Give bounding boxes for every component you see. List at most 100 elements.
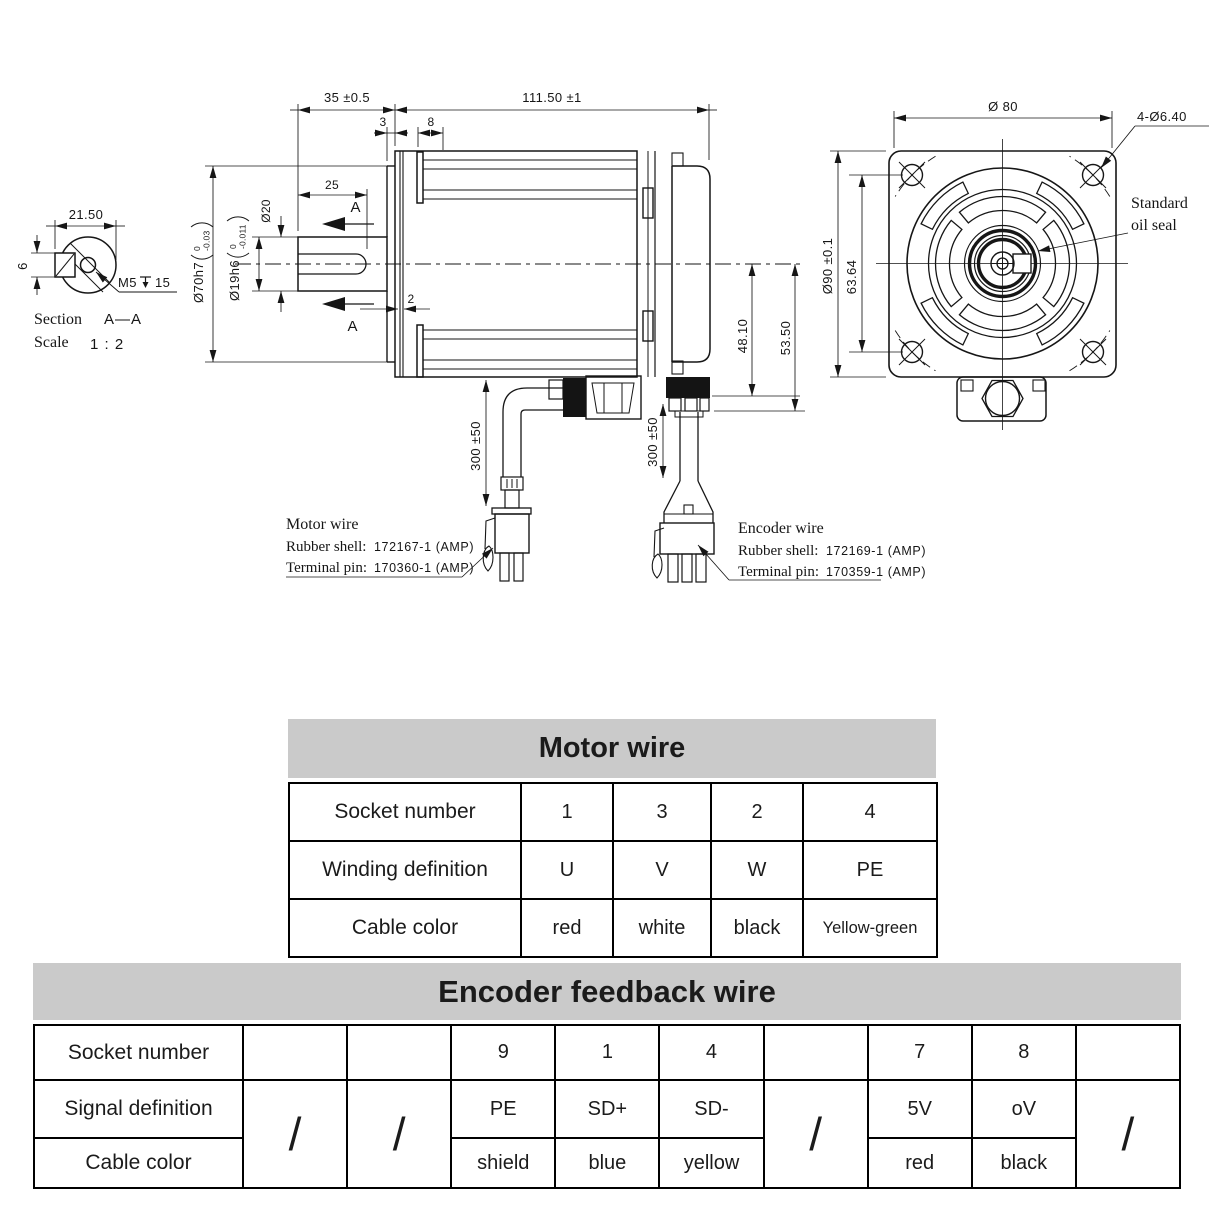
motor-socket-cell: 1 — [520, 782, 614, 842]
motor-color-cell: white — [612, 898, 712, 958]
section-arrow-label-bottom: A — [347, 318, 358, 335]
encoder-row-label-socket: Socket number — [33, 1024, 244, 1081]
svg-text:-0.03: -0.03 — [202, 231, 212, 251]
front-view — [830, 111, 1209, 430]
motor-winding-cell: V — [612, 840, 712, 900]
motor-socket-cell: 4 — [802, 782, 938, 842]
encoder-plug — [651, 480, 715, 583]
dim-shaft-dia: Ø20 — [259, 199, 273, 223]
encoder-signal-cell: SD+ — [554, 1079, 661, 1139]
dim-encoder-cable-length: 300 ±50 — [645, 417, 660, 467]
encoder-na-cell: / — [346, 1079, 453, 1189]
vent-slots — [920, 181, 1085, 346]
encoder-row-label-signal: Signal definition — [33, 1079, 244, 1139]
dim-motor-cable-length: 300 ±50 — [468, 421, 483, 471]
motor-socket-cell: 2 — [710, 782, 804, 842]
section-title-prefix: Section — [34, 311, 82, 328]
encoder-shell-prefix: Rubber shell: — [738, 543, 818, 559]
oil-seal-label-1: Standard — [1131, 195, 1188, 212]
encoder-pin-prefix: Terminal pin: — [738, 564, 819, 580]
motor-socket-cell: 3 — [612, 782, 712, 842]
table-row: Cable color shield blue yellow red black — [33, 1137, 1180, 1189]
dim-shaft-fit: Ø19h6 0 -0.011 — [226, 216, 250, 301]
encoder-feedback-table-title: Encoder feedback wire — [33, 963, 1181, 1020]
dim-shaft-length: 35 ±0.5 — [324, 90, 370, 105]
encoder-signal-cell: PE — [450, 1079, 557, 1139]
encoder-signal-cell: oV — [970, 1079, 1077, 1139]
dim-flange-height: Ø90 ±0.1 — [820, 238, 835, 295]
encoder-socket-cell: 4 — [658, 1024, 765, 1081]
motor-row-label-color: Cable color — [288, 898, 522, 958]
encoder-socket-cell: 8 — [970, 1024, 1077, 1081]
motor-socket — [548, 375, 642, 420]
encoder-color-cell: shield — [450, 1137, 557, 1189]
encoder-signal-cell: 5V — [866, 1079, 973, 1139]
dim-section-width: 21.50 — [69, 207, 104, 222]
dim-step: 2 — [408, 292, 415, 306]
encoder-na-cell: / — [762, 1079, 869, 1189]
dim-hole-pitch: 63.64 — [844, 260, 859, 295]
encoder-wire-callout-title: Encoder wire — [738, 520, 824, 537]
dim-key-height: 6 — [15, 262, 30, 270]
encoder-row-label-color: Cable color — [33, 1137, 244, 1189]
dim-boss-depth: 3 — [380, 115, 387, 129]
encoder-socket-cell: 1 — [554, 1024, 661, 1081]
oil-seal-label-2: oil seal — [1131, 217, 1177, 234]
front-connector — [956, 376, 1047, 422]
encoder-wire-callout: Encoder wire Rubber shell: 172169-1 (AMP… — [738, 520, 926, 580]
motor-shell-value: 172167-1 (AMP) — [374, 540, 474, 554]
encoder-shell-value: 172169-1 (AMP) — [826, 544, 926, 558]
shaft — [297, 236, 388, 292]
encoder-pin-value: 170359-1 (AMP) — [826, 565, 926, 579]
encoder-na-cell: / — [241, 1079, 349, 1189]
encoder-color-cell: black — [970, 1137, 1077, 1189]
table-row: Socket number 9 1 4 7 8 — [33, 1024, 1182, 1081]
encoder-feedback-table: Encoder feedback wire Socket number 9 1 … — [33, 963, 1182, 1189]
motor-color-cell: red — [520, 898, 614, 958]
motor-winding-cell: U — [520, 840, 614, 900]
encoder-color-cell: red — [866, 1137, 973, 1189]
table-row: Socket number 1 3 2 4 — [288, 782, 938, 842]
thread-label: M5 — [118, 275, 137, 290]
motor-cable — [502, 387, 563, 477]
encoder-socket-cell — [762, 1024, 869, 1081]
scale-value: 1 : 2 — [90, 336, 124, 353]
encoder-socket — [666, 377, 710, 418]
dim-body-length: 111.50 ±1 — [522, 90, 581, 105]
svg-text:-0.011: -0.011 — [238, 224, 248, 249]
section-arrow-label-top: A — [350, 199, 361, 216]
motor-shell-prefix: Rubber shell: — [286, 539, 366, 555]
svg-text:0: 0 — [228, 244, 238, 249]
encoder-signal-cell: SD- — [658, 1079, 765, 1139]
encoder-na-cell: / — [1074, 1079, 1182, 1189]
encoder-socket-cell — [241, 1024, 349, 1081]
technical-drawing: 21.50 6 M5 15 Section A—A Scale 1 : 2 — [15, 90, 1209, 583]
motor-winding-cell: W — [710, 840, 804, 900]
motor-pin-value: 170360-1 (AMP) — [374, 561, 474, 575]
table-row: Signal definition / / PE SD+ SD- / 5V oV… — [33, 1079, 1182, 1189]
motor-plug — [482, 476, 532, 582]
encoder-color-cell: yellow — [658, 1137, 765, 1189]
motor-row-label-winding: Winding definition — [288, 840, 522, 900]
pilot-boss — [386, 165, 395, 363]
motor-color-cell: black — [710, 898, 804, 958]
encoder-socket-cell: 9 — [450, 1024, 557, 1081]
svg-text:0: 0 — [192, 246, 202, 251]
table-row: Cable color red white black Yellow-green — [288, 898, 938, 958]
motor-wire-table-title: Motor wire — [288, 719, 936, 778]
section-title-value: A—A — [104, 311, 142, 328]
depth-symbol-icon — [140, 276, 151, 288]
encoder-socket-cell — [346, 1024, 453, 1081]
front-view-dimensions — [830, 111, 1209, 378]
mounting-holes — [898, 161, 1107, 366]
encoder-color-cell: blue — [554, 1137, 661, 1189]
motor-pin-prefix: Terminal pin: — [286, 560, 367, 576]
section-aa-view — [31, 220, 177, 295]
oil-seal — [963, 224, 1042, 303]
motor-wire-callout-title: Motor wire — [286, 516, 358, 533]
motor-body — [394, 150, 656, 378]
dim-flange-thickness: 8 — [428, 115, 435, 129]
dim-mount-holes: 4-Ø6.40 — [1137, 109, 1187, 124]
motor-row-label-socket: Socket number — [288, 782, 522, 842]
